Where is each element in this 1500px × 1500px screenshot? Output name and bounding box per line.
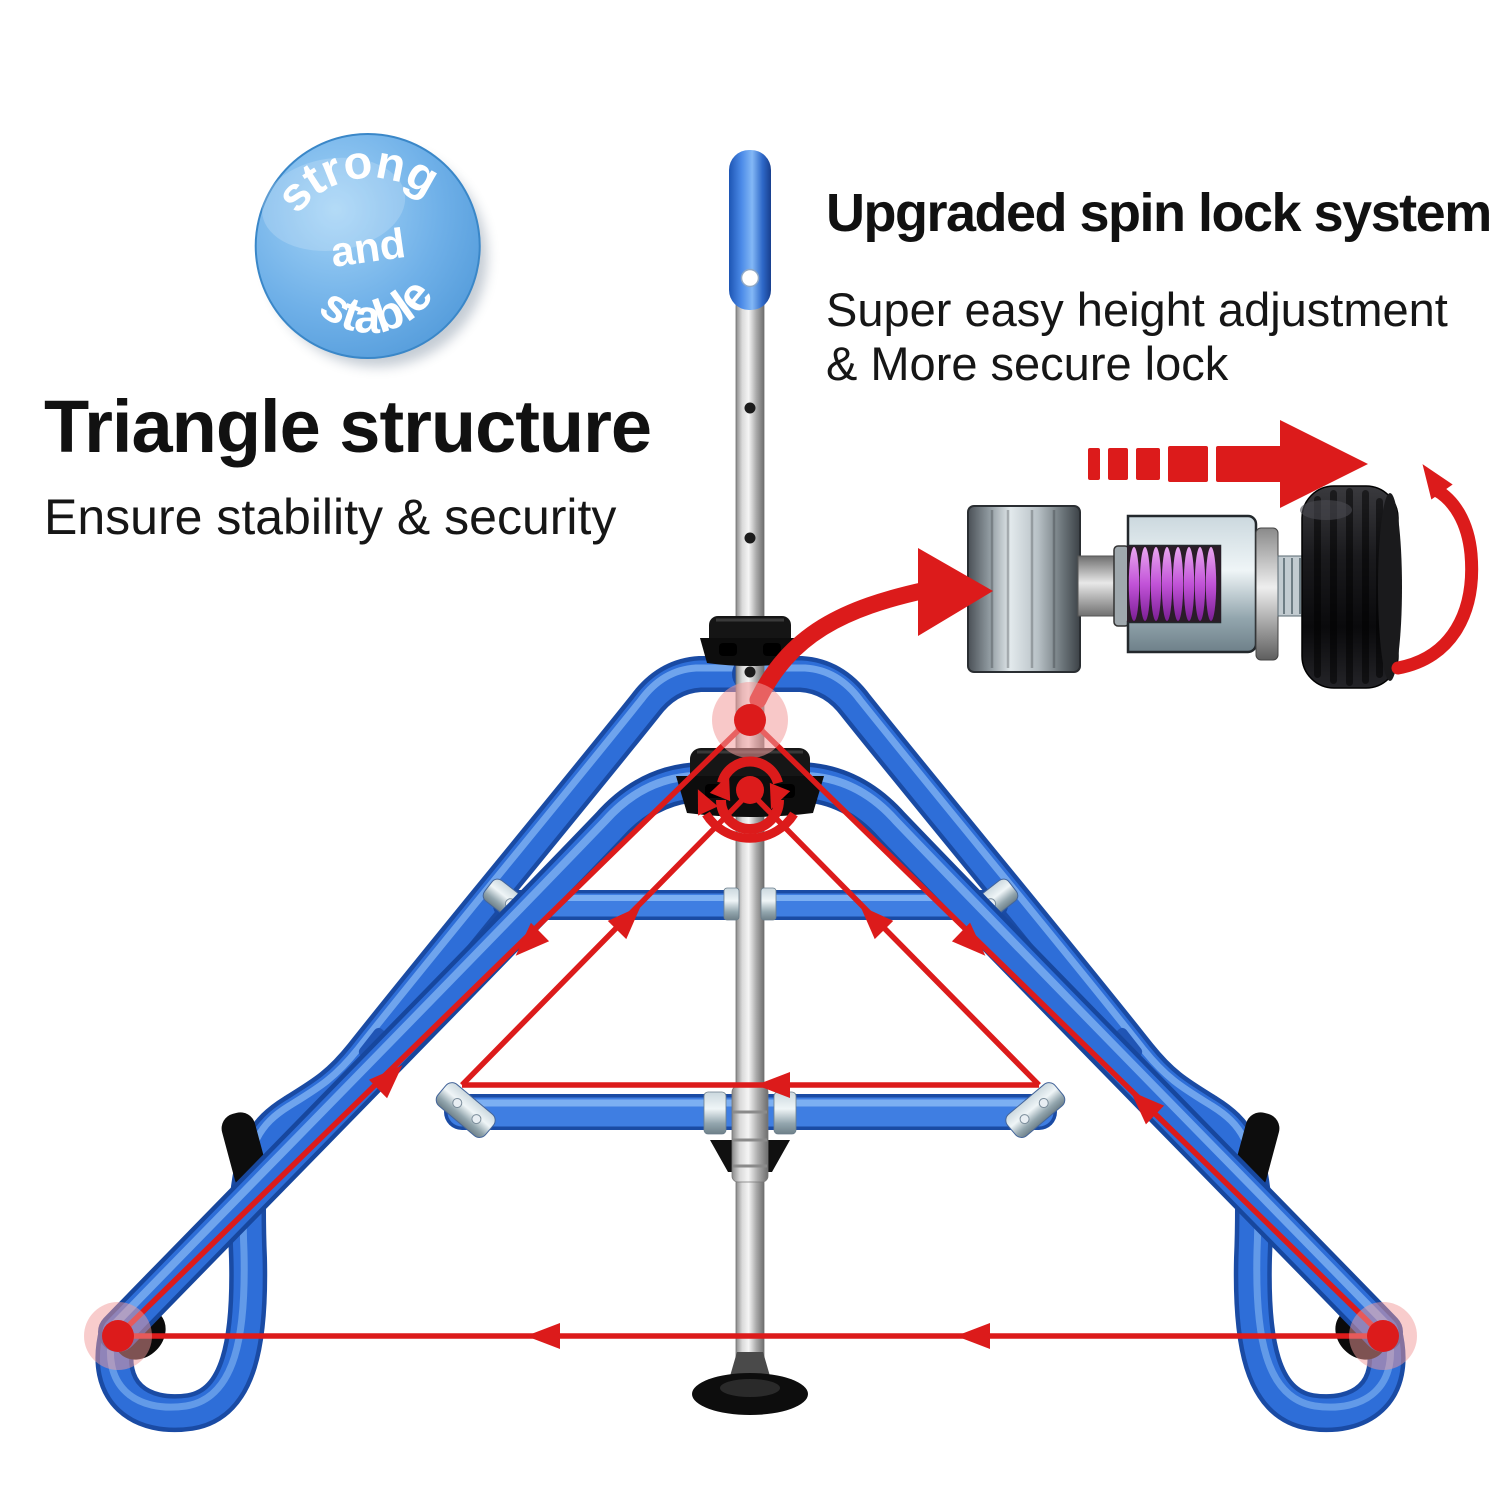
- right-heading-subtitle-line1: Super easy height adjustment: [826, 283, 1448, 336]
- pole-hole: [744, 402, 756, 414]
- chrome-ring: [1255, 527, 1279, 661]
- inner-side-left: [460, 790, 752, 1087]
- zoom-callout-arrow: [749, 548, 993, 709]
- spin-lock-inset: [967, 420, 1479, 689]
- triangle-annotation: [116, 717, 1385, 1339]
- lower-crossbar-pole-collar: [703, 1085, 797, 1183]
- upper-crossbar-pole-tabs: [723, 887, 777, 921]
- pole-hole: [744, 532, 756, 544]
- pole-foot: [692, 1352, 808, 1415]
- spring-seat: [1113, 545, 1130, 627]
- rotation-arrows-icon: [687, 756, 798, 843]
- badge-text-middle: and: [328, 219, 408, 276]
- spin-lock-clamp-upper: [700, 616, 800, 666]
- corner-dot-right: [1349, 1302, 1417, 1370]
- badge-gloss: [262, 157, 406, 252]
- pole-hole: [744, 666, 756, 678]
- rotate-arrow-icon: [1391, 456, 1479, 675]
- cap-hole: [740, 268, 760, 288]
- spring: [1128, 547, 1217, 621]
- lock-knob: [1300, 485, 1402, 689]
- triangle-side-left: [116, 717, 752, 1338]
- apex-dot-upper: [712, 682, 788, 758]
- inner-side-right: [748, 790, 1041, 1087]
- pole-blue-cap: [729, 150, 771, 310]
- right-heading-title: Upgraded spin lock system: [826, 183, 1492, 243]
- right-heading-subtitle-line2: & More secure lock: [826, 337, 1229, 390]
- dashed-arrow-icon: [1088, 420, 1368, 508]
- corner-dot-left: [84, 1302, 152, 1370]
- badge-circle: [254, 133, 481, 360]
- left-heading-subtitle: Ensure stability & security: [44, 489, 617, 545]
- triangle-side-right: [748, 717, 1385, 1338]
- strong-stable-badge: strong and stable: [254, 123, 488, 367]
- left-heading-title: Triangle structure: [44, 385, 652, 468]
